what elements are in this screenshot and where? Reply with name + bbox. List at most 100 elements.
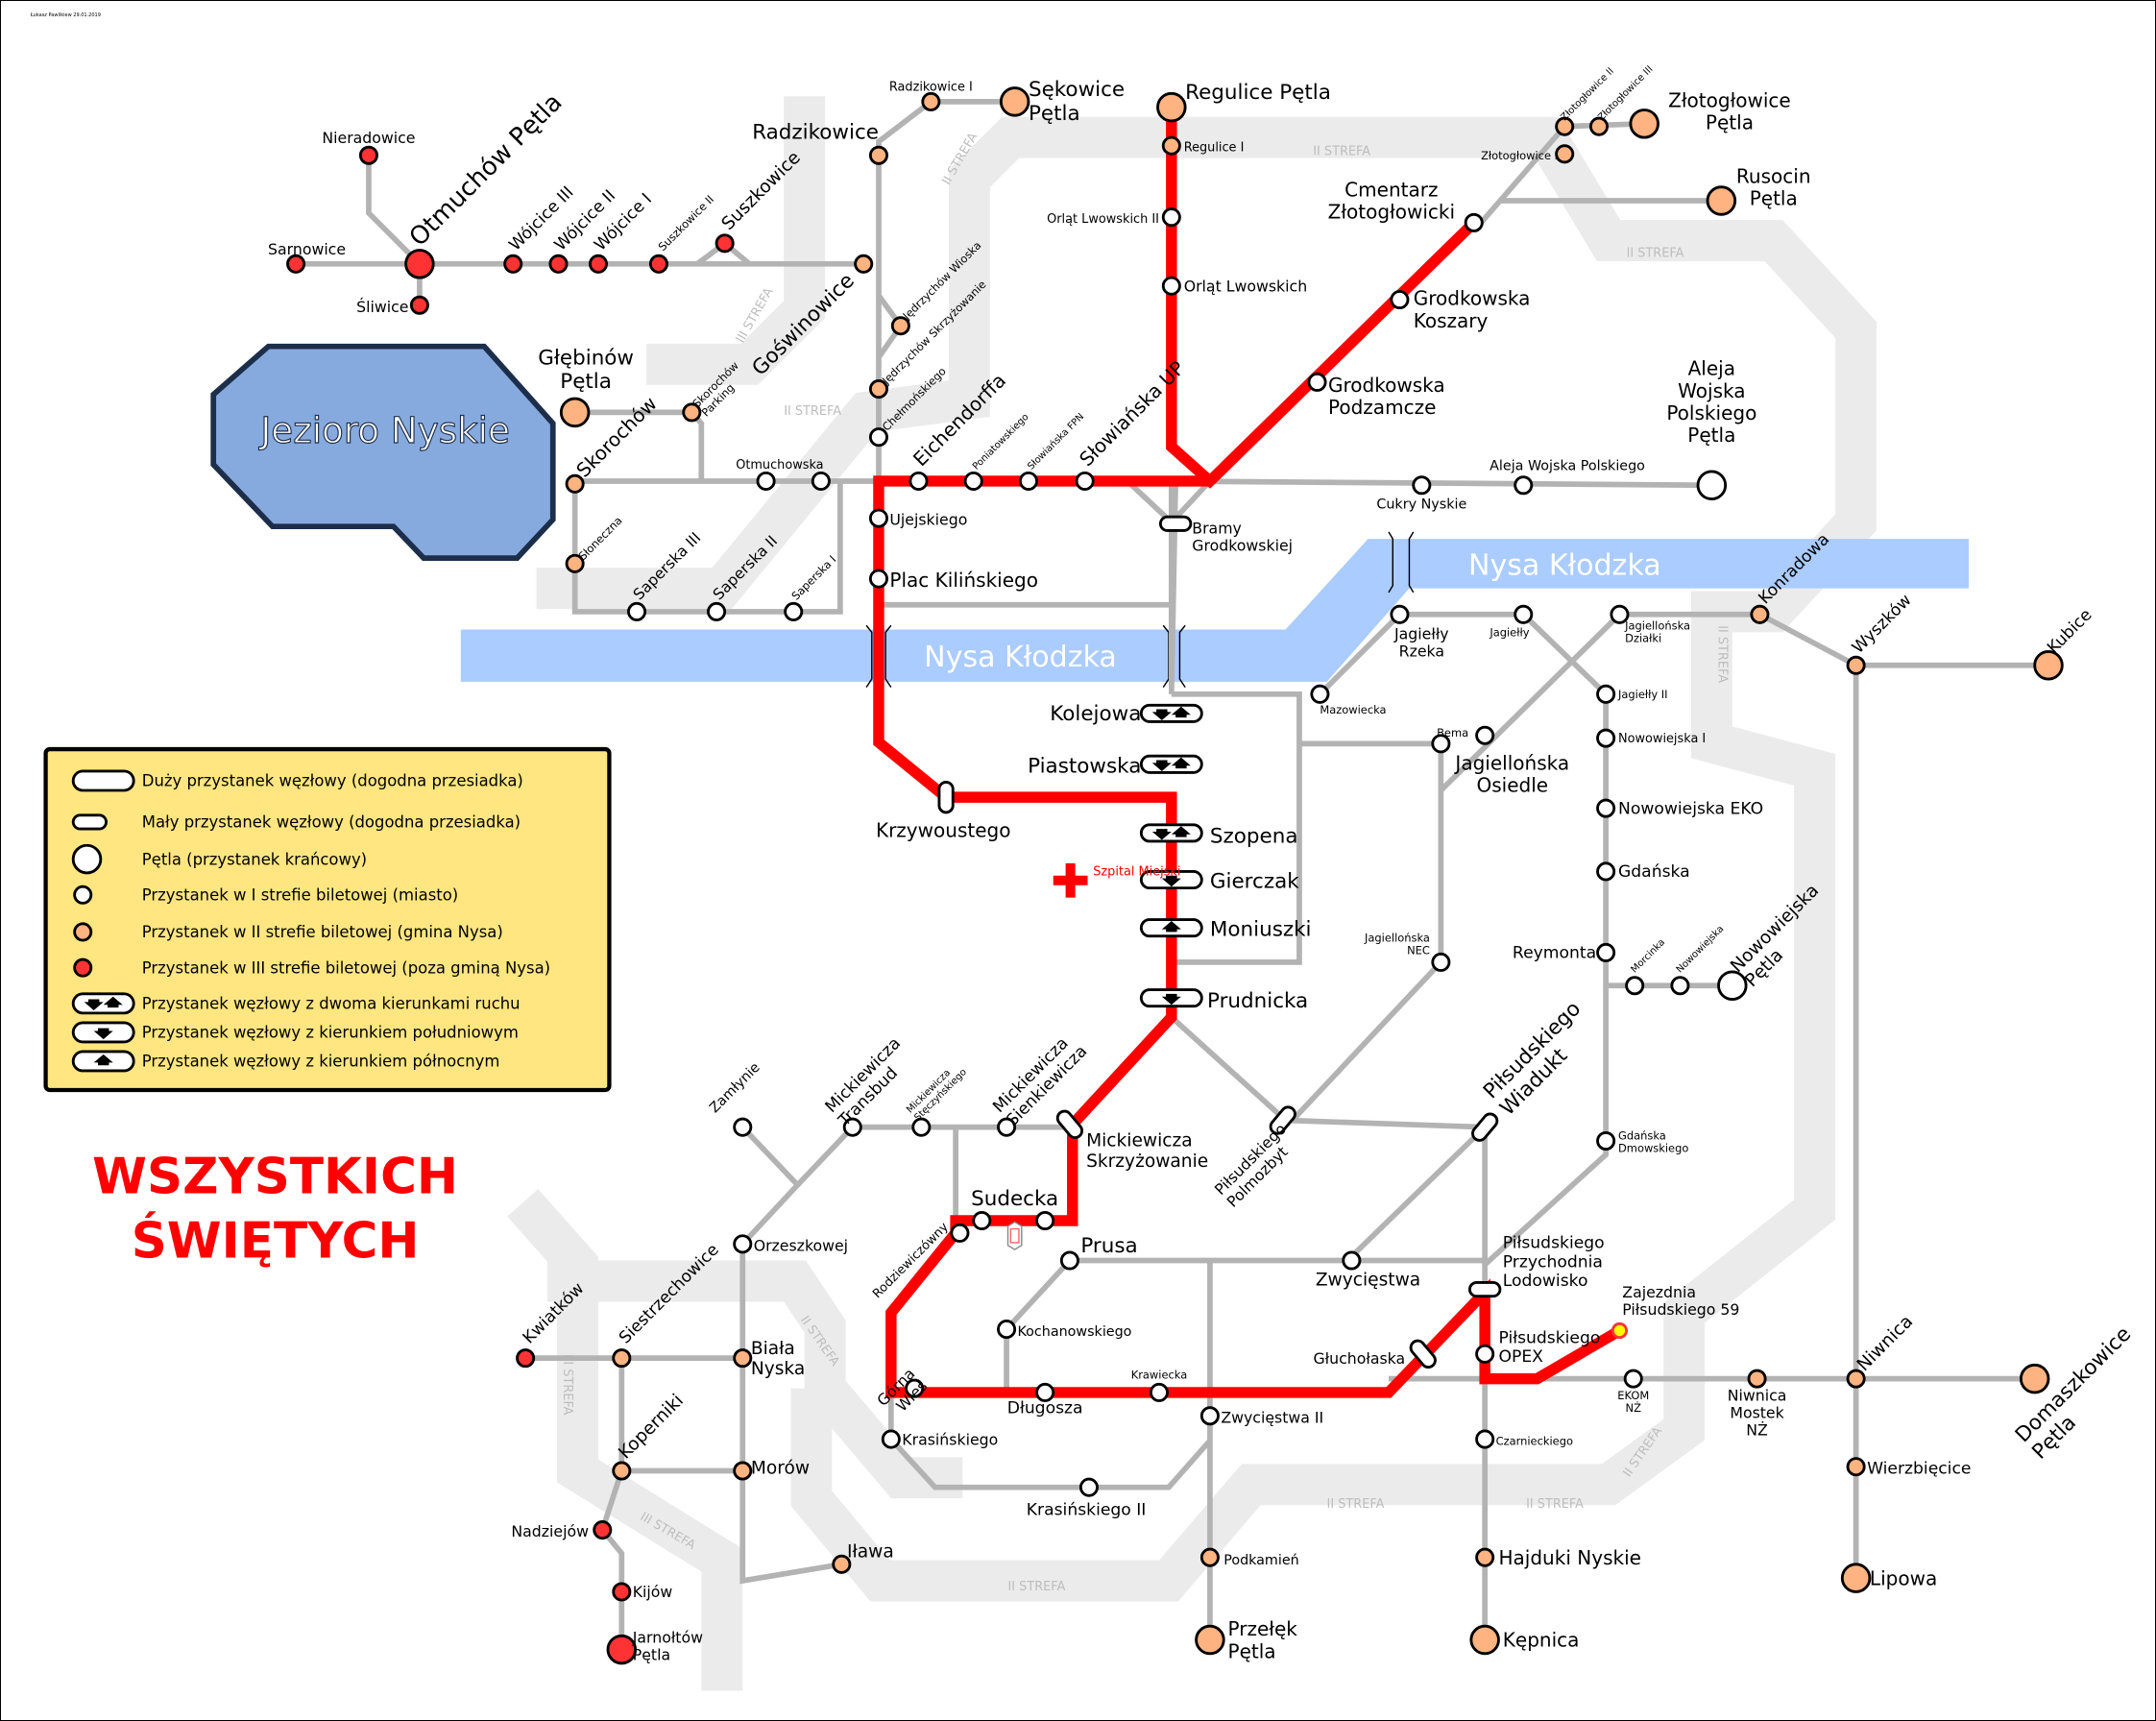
hub-marker[interactable] — [1467, 1280, 1502, 1298]
station-piastowska[interactable]: Piastowska — [1028, 754, 1203, 778]
station-krzywoustego[interactable]: Krzywoustego — [876, 780, 1011, 842]
station-transbud[interactable]: MickiewiczaTransbud — [821, 1034, 918, 1137]
station-prusa[interactable]: Prusa — [1059, 1234, 1138, 1271]
stop-marker[interactable] — [733, 1348, 753, 1369]
stop-marker[interactable] — [682, 402, 702, 423]
station-prudnicka[interactable]: Prudnicka — [1139, 988, 1308, 1013]
stop-marker[interactable] — [1018, 471, 1038, 491]
terminus-marker[interactable] — [1696, 470, 1728, 500]
stop-marker[interactable] — [1514, 475, 1534, 496]
station-nowowiejska1[interactable]: Nowowiejska I — [1596, 728, 1707, 748]
stop-marker[interactable] — [1670, 976, 1690, 996]
stop-marker[interactable] — [1342, 1250, 1362, 1271]
stop-marker[interactable] — [1750, 604, 1770, 624]
stop-marker[interactable] — [733, 1461, 753, 1481]
stop-marker[interactable] — [1161, 207, 1181, 228]
terminus-marker[interactable] — [606, 1634, 638, 1665]
station-placKilinskiego[interactable]: Plac Kilińskiego — [868, 569, 1038, 592]
station-reymonta[interactable]: Reymonta — [1513, 942, 1616, 963]
stop-marker[interactable] — [612, 1348, 632, 1369]
stop-marker[interactable] — [1596, 728, 1616, 748]
stop-marker[interactable] — [1846, 1369, 1866, 1389]
station-bema[interactable]: Bema — [1431, 726, 1468, 754]
station-orlat[interactable]: Orląt Lwowskich — [1161, 276, 1307, 296]
stop-marker[interactable] — [358, 145, 378, 165]
station-kijow[interactable]: Kijów — [612, 1582, 673, 1602]
stop-marker[interactable] — [503, 254, 523, 274]
station-moniuszki[interactable]: Moniuszki — [1139, 918, 1312, 942]
terminus-marker[interactable] — [1156, 91, 1187, 123]
stop-marker[interactable] — [868, 508, 888, 528]
terminus-marker[interactable] — [1840, 1563, 1872, 1593]
station-ilawa[interactable]: Iława — [832, 1542, 894, 1574]
stop-marker[interactable] — [1846, 655, 1866, 675]
station-zwyciestwa[interactable]: Zwycięstwa — [1316, 1250, 1420, 1290]
stop-marker[interactable] — [1035, 1210, 1055, 1231]
stop-marker[interactable] — [1035, 1382, 1055, 1402]
stop-marker[interactable] — [548, 254, 569, 274]
stop-marker[interactable] — [1199, 1406, 1220, 1426]
station-kolejowa[interactable]: Kolejowa — [1050, 702, 1203, 726]
stop-marker[interactable] — [1412, 475, 1432, 496]
stop-marker[interactable] — [1596, 684, 1616, 704]
stop-marker[interactable] — [963, 471, 983, 491]
hub-marker[interactable] — [1268, 1104, 1297, 1136]
station-wyszkow[interactable]: Wyszków — [1846, 591, 1916, 675]
stop-marker[interactable] — [1161, 135, 1181, 156]
station-rodziewiczowny[interactable]: Rodziewiczówny — [870, 1220, 970, 1301]
stop-marker[interactable] — [972, 1210, 992, 1231]
stop-marker[interactable] — [1390, 290, 1410, 310]
station-zwyciestwa2[interactable]: Zwycięstwa II — [1199, 1406, 1323, 1427]
stop-marker[interactable] — [1307, 372, 1327, 392]
station-wierzbiecice[interactable]: Wierzbięcice — [1846, 1457, 1971, 1479]
terminus-marker[interactable] — [1706, 185, 1737, 216]
stop-marker[interactable] — [565, 553, 585, 573]
station-radzikowice[interactable]: Radzikowice — [752, 121, 888, 165]
stop-marker[interactable] — [286, 254, 306, 274]
station-orzeszkowej[interactable]: Orzeszkowej — [733, 1234, 848, 1255]
station-sarnowice[interactable]: Sarnowice — [268, 240, 346, 274]
station-mazowiecka[interactable]: Mazowiecka — [1310, 684, 1387, 716]
stop-marker[interactable] — [1610, 604, 1630, 624]
stop-marker[interactable] — [1555, 116, 1575, 136]
stop-marker[interactable] — [868, 379, 888, 400]
station-lipowa[interactable]: Lipowa — [1840, 1563, 1937, 1593]
station-otmuchowska[interactable]: Otmuchowska — [736, 458, 824, 491]
stop-marker[interactable] — [1075, 471, 1095, 491]
stop-marker[interactable] — [854, 254, 874, 274]
stop-marker[interactable] — [881, 1429, 901, 1449]
station-podkamien[interactable]: Podkamień — [1199, 1547, 1299, 1568]
station-pilsWiadukt[interactable]: PiłsudskiegoWiadukt — [1470, 997, 1603, 1143]
station-sloneczna[interactable] — [811, 471, 831, 491]
station-jagiely2[interactable]: Jagiełły II — [1596, 684, 1668, 704]
hub-marker[interactable] — [1139, 754, 1203, 774]
station-sudecka[interactable]: Sudecka — [971, 1187, 1058, 1231]
stop-marker[interactable] — [627, 601, 647, 621]
terminus-marker[interactable] — [1717, 970, 1748, 1001]
stop-marker[interactable] — [1555, 144, 1575, 164]
station-steczynskiego[interactable]: MickiewiczaStęczyńskiego — [905, 1059, 969, 1137]
station-nadziejow[interactable]: Nadziejów — [511, 1520, 613, 1540]
station-nowowiejskaEKO[interactable]: Nowowiejska EKO — [1596, 798, 1764, 818]
stop-marker[interactable] — [1596, 942, 1616, 962]
station-otmuchow[interactable]: Otmuchów Pętla — [404, 88, 569, 279]
stop-marker[interactable] — [1596, 861, 1616, 882]
stop-marker[interactable] — [1475, 1429, 1495, 1449]
stop-marker[interactable] — [997, 1117, 1017, 1137]
stop-marker[interactable] — [1431, 952, 1451, 972]
stop-marker[interactable] — [516, 1348, 536, 1369]
station-radzikowice1[interactable]: Radzikowice I — [889, 80, 973, 111]
stop-marker[interactable] — [1475, 1344, 1495, 1364]
stop-marker[interactable] — [565, 473, 585, 494]
stop-marker[interactable] — [1310, 684, 1330, 704]
